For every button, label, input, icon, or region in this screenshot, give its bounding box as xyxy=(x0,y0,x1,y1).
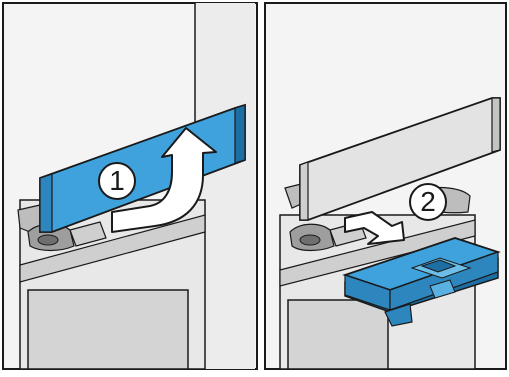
step-1-badge: 1 xyxy=(98,162,136,200)
right-panel xyxy=(265,3,506,369)
left-oven-door-window xyxy=(28,290,188,369)
step-2-badge: 2 xyxy=(409,183,447,221)
right-oven-door-window xyxy=(288,300,388,369)
